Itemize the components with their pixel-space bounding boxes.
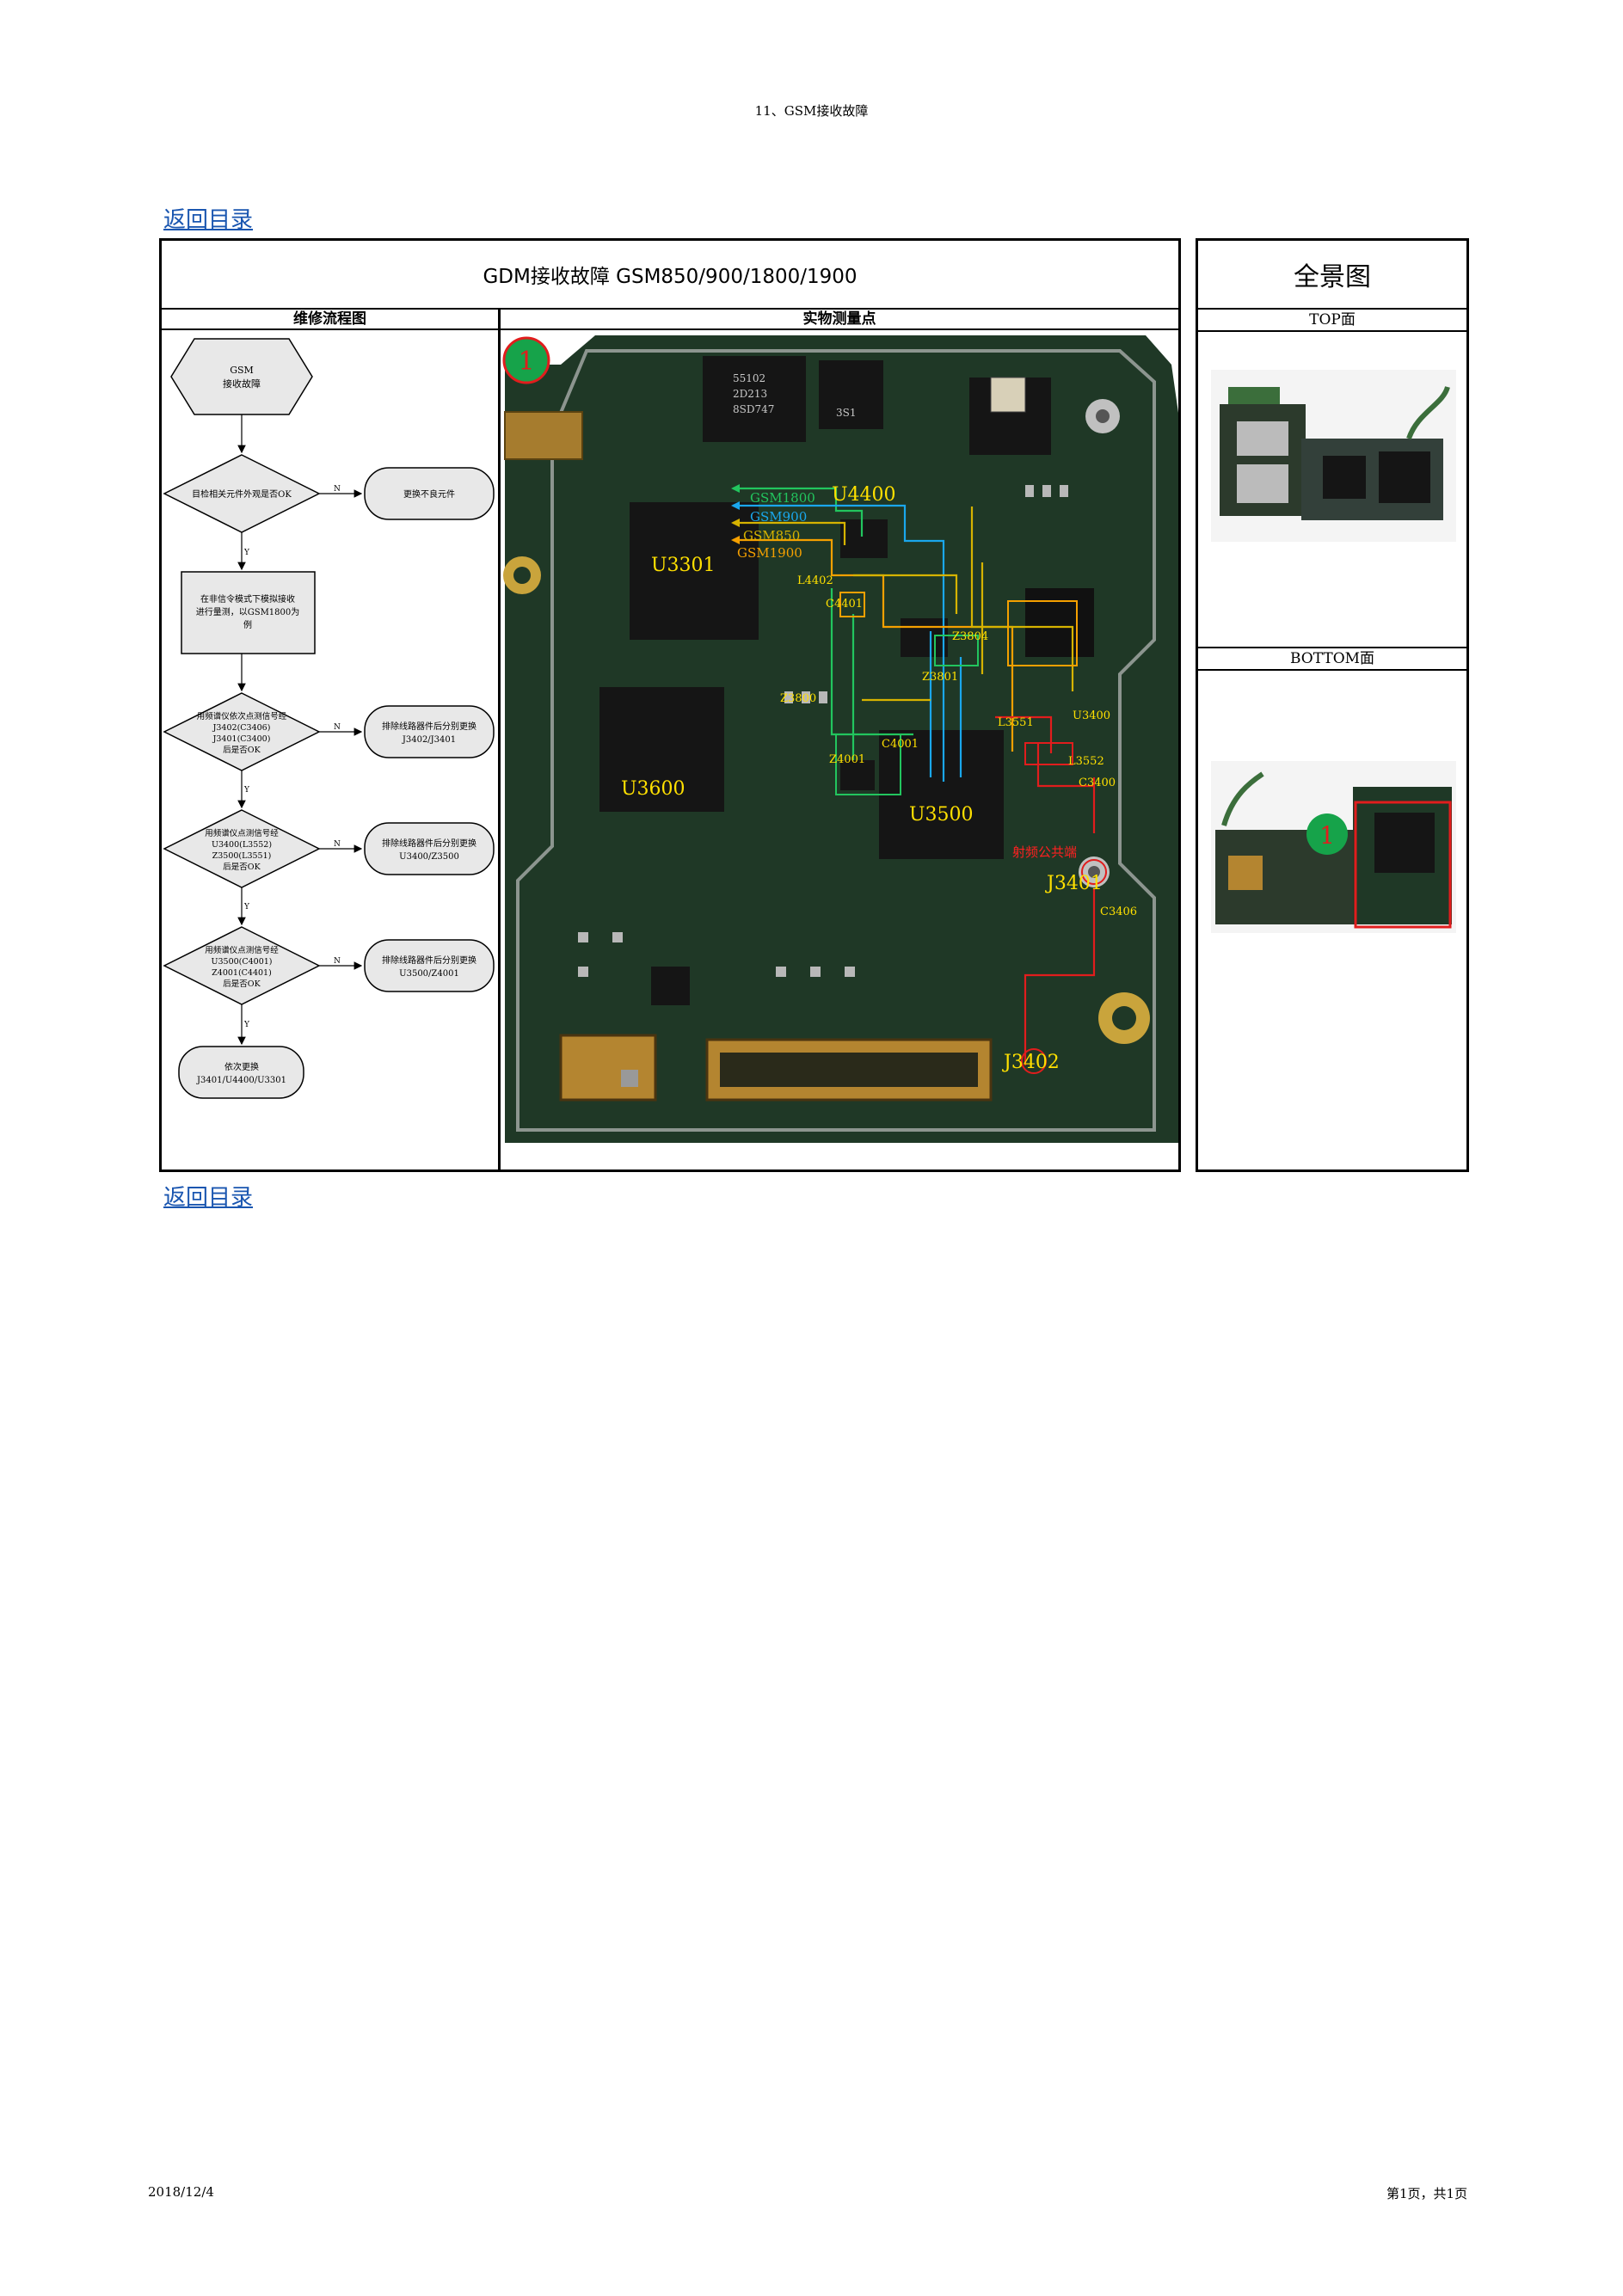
flow-start-line2: 接收故障 (223, 378, 261, 390)
label-u4400: U4400 (832, 484, 896, 506)
flow-yes-1: Y (243, 549, 250, 557)
board-connector-left (504, 411, 583, 460)
label-u3301: U3301 (651, 555, 716, 576)
flow-decision-3-line3: Z3500(L3551) (212, 851, 272, 861)
flow-decision-2-line2: J3402(C3406) (212, 723, 271, 733)
flow-column-header: 维修流程图 (162, 310, 501, 330)
repair-flowchart: GSM 接收故障 目检相关元件外观是否OK N 更换不良元件 Y 在非信令模式下… (162, 330, 501, 1169)
flow-action-3 (364, 822, 495, 875)
bottom-side-label: BOTTOM面 (1198, 647, 1466, 671)
table-title: GDM接收故障 GSM850/900/1800/1900 (162, 241, 1178, 310)
chip-mark-3: 8SD747 (733, 403, 774, 415)
flow-decision-2-line1: 用频谱仪依次点测信号经 (197, 711, 287, 721)
flow-decision-1-text: 目检相关元件外观是否OK (192, 488, 292, 500)
flow-no-3: N (334, 840, 341, 849)
footer-date: 2018/12/4 (148, 2184, 214, 2200)
overview-marker-text: 1 (1319, 821, 1335, 850)
flow-action-2-line2: J3402/J3401 (402, 735, 456, 745)
flow-decision-4-line3: Z4001(C4401) (212, 968, 272, 978)
flow-no-2: N (334, 723, 341, 732)
flow-end (178, 1046, 304, 1099)
flow-no-4: N (334, 957, 341, 966)
label-l4402: L4402 (797, 574, 833, 587)
label-c4401: C4401 (826, 598, 863, 611)
label-rf-common: 射频公共端 (1012, 844, 1077, 860)
label-c4001: C4001 (882, 738, 919, 751)
label-z3801: Z3801 (922, 671, 958, 684)
band-label-gsm900: GSM900 (750, 509, 807, 525)
overview-title: 全景图 (1198, 241, 1466, 310)
flow-decision-2-line4: 后是否OK (223, 746, 261, 755)
label-z3800: Z3800 (780, 692, 816, 705)
main-table: GDM接收故障 GSM850/900/1800/1900 维修流程图 实物测量点… (159, 238, 1181, 1172)
flow-yes-2: Y (243, 786, 250, 795)
label-c3400: C3400 (1079, 777, 1116, 789)
flow-action-1-text: 更换不良元件 (403, 488, 455, 500)
bottom-side-photo: 1 (1211, 761, 1456, 933)
footer-page-number: 第1页，共1页 (1386, 2186, 1468, 2201)
label-l3552: L3552 (1068, 755, 1104, 768)
flow-end-line2: J3401/U4400/U3301 (196, 1076, 286, 1085)
measurement-photo: 55102 2D213 8SD747 3S1 (501, 330, 1180, 1169)
flow-end-line1: 依次更换 (224, 1061, 259, 1072)
flow-no-1: N (334, 485, 341, 494)
label-u3500: U3500 (909, 804, 974, 826)
flow-action-2-line1: 排除线路器件后分别更换 (382, 721, 476, 732)
band-label-gsm1800: GSM1800 (750, 490, 815, 506)
chip-u3600 (599, 687, 724, 812)
chip-mark-1: 55102 (733, 372, 765, 384)
flowchart-svg: GSM 接收故障 目检相关元件外观是否OK N 更换不良元件 Y 在非信令模式下… (163, 338, 495, 1099)
flow-yes-3: Y (243, 903, 250, 912)
top-side-photo (1211, 370, 1456, 542)
label-u3400: U3400 (1073, 709, 1110, 722)
label-z4001: Z4001 (829, 753, 865, 766)
flow-decision-4-line1: 用频谱仪点测信号经 (205, 945, 279, 955)
flow-decision-2-line3: J3401(C3400) (212, 734, 271, 744)
chip-mark-2: 2D213 (733, 388, 767, 400)
photo-column-header: 实物测量点 (501, 310, 1178, 330)
top-side-label: TOP面 (1198, 310, 1466, 332)
flow-action-3-line1: 排除线路器件后分别更换 (382, 838, 476, 849)
back-to-index-link[interactable]: 返回目录 (163, 207, 254, 233)
flow-decision-3-line2: U3400(L3552) (212, 840, 272, 850)
label-l3551: L3551 (998, 716, 1034, 729)
overview-table: 全景图 TOP面 BOTTOM面 1 (1196, 238, 1469, 1172)
flow-decision-3-line4: 后是否OK (223, 863, 261, 872)
flow-action-4-line2: U3500/Z4001 (399, 969, 459, 979)
pcb-photo-svg: 55102 2D213 8SD747 3S1 (502, 335, 1180, 1148)
flow-yes-4: Y (243, 1021, 250, 1029)
label-u3600: U3600 (621, 778, 685, 800)
flow-action-1 (364, 467, 495, 520)
flow-start-line1: GSM (230, 365, 254, 376)
label-z3804: Z3804 (952, 630, 988, 643)
marker-1 (502, 336, 550, 384)
flow-action-2 (364, 705, 495, 758)
flow-action-4-line1: 排除线路器件后分别更换 (382, 955, 476, 966)
flow-start-shape (170, 338, 313, 415)
chip-mark-4: 3S1 (836, 407, 857, 419)
board-connector-small (559, 1034, 657, 1102)
page-header: 11、GSM接收故障 (754, 103, 869, 119)
flow-decision-4-line4: 后是否OK (223, 979, 261, 989)
flow-step-1-line2: 进行量测，以GSM1800为 (196, 606, 300, 617)
flow-step-1-line3: 例 (243, 619, 252, 630)
chip-u4400 (703, 356, 806, 442)
flow-decision-4-line2: U3500(C4001) (211, 957, 272, 967)
flow-step-1 (181, 571, 316, 654)
label-j3401: J3401 (1045, 873, 1103, 894)
flow-decision-3-line1: 用频谱仪点测信号经 (205, 828, 279, 838)
label-c3406: C3406 (1100, 906, 1137, 918)
flow-action-4 (364, 939, 495, 992)
flow-action-3-line2: U3400/Z3500 (399, 852, 459, 862)
marker-1-text: 1 (518, 347, 534, 377)
label-j3402: J3402 (1002, 1052, 1060, 1073)
flow-step-1-line1: 在非信令模式下模拟接收 (200, 593, 295, 605)
back-to-index-link-bottom[interactable]: 返回目录 (163, 1185, 254, 1211)
band-label-gsm1900: GSM1900 (737, 545, 802, 561)
band-label-gsm850: GSM850 (743, 528, 800, 543)
